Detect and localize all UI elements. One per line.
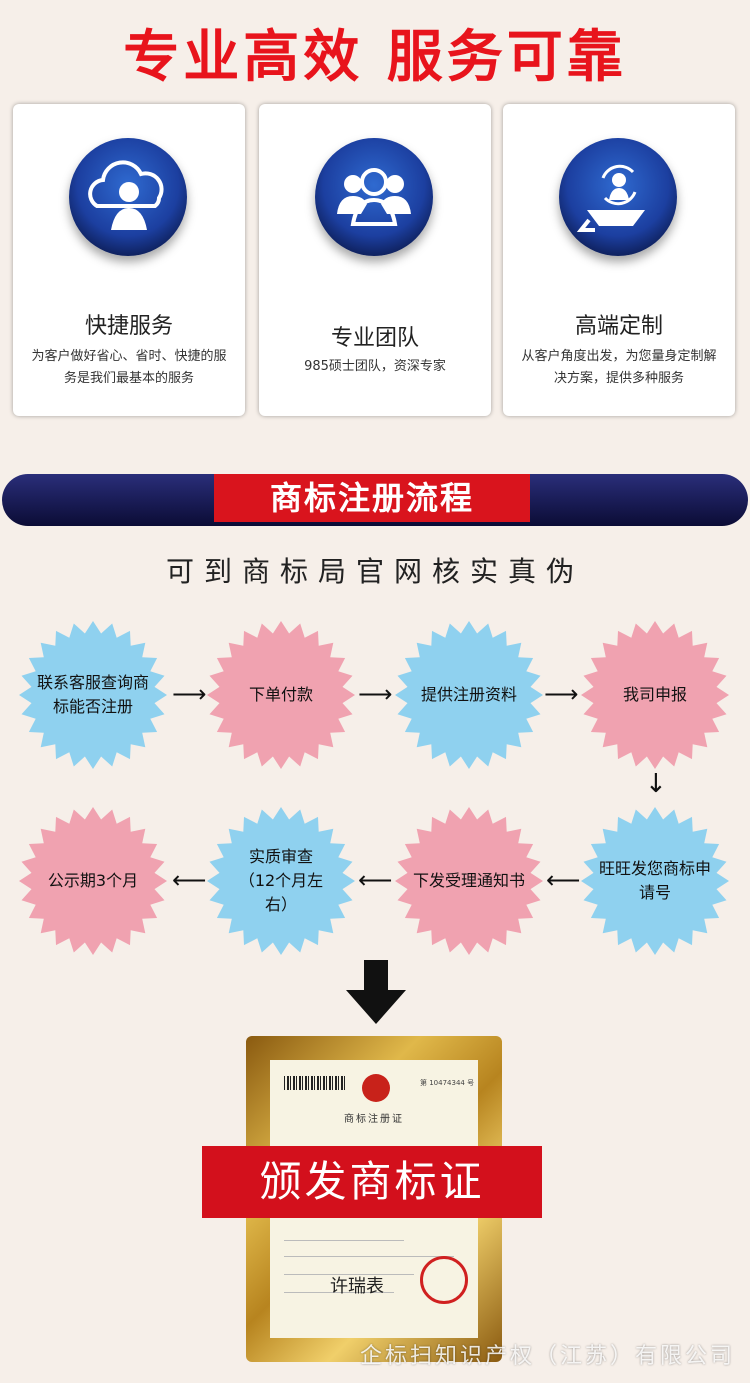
feature-card-fast-service: 快捷服务 为客户做好省心、省时、快捷的服务是我们最基本的服务 [13,104,245,416]
starburst-shape [19,621,167,769]
feature-desc: 为客户做好省心、省时、快捷的服务是我们最基本的服务 [31,349,227,386]
step-label: 旺旺发您商标申请号 [598,859,711,902]
arrow-left-icon: ⟵ [358,866,393,894]
cert-line [284,1240,404,1241]
step-label: 提供注册资料 [420,685,517,704]
arrow-right-icon: ⟶ [172,680,207,708]
feature-card-pro-team: 专业团队 985硕士团队，资深专家 [259,104,491,416]
starburst-shape [395,621,543,769]
feature-card-custom: 高端定制 从客户角度出发，为您量身定制解决方案，提供多种服务 [503,104,735,416]
starburst-shape [581,621,729,769]
step-label: 联系客服查询商标能否注册 [36,673,149,716]
feature-title: 专业团队 [330,326,419,351]
step-label: 我司申报 [622,685,687,704]
national-emblem-icon [362,1074,390,1102]
cert-line [284,1256,454,1257]
step-burst-notice: 下发受理通知书 [394,806,544,956]
certificate-number: 第 10474344 号 [420,1079,475,1087]
cert-line [284,1292,394,1293]
starburst-shape [581,807,729,955]
step-burst-pay: 下单付款 [206,620,356,770]
starburst-shape [207,807,355,955]
feature-title: 高端定制 [574,314,663,339]
step-burst-file: 我司申报 [580,620,730,770]
team-icon [315,138,433,256]
arrow-left-icon: ⟵ [546,866,581,894]
custom-service-icon [559,138,677,256]
cloud-person-icon [69,138,187,256]
barcode [284,1076,346,1090]
arrow-left-icon: ⟵ [172,866,207,894]
cert-line [284,1274,414,1275]
feature-title: 快捷服务 [84,314,173,339]
starburst-shape [207,621,355,769]
signature: 许瑞表 [330,1276,384,1297]
step-burst-publicity: 公示期3个月 [18,806,168,956]
official-seal-icon [420,1256,468,1304]
company-watermark: 企标扫知识产权（江苏）有限公司 [360,1344,736,1369]
feature-desc: 从客户角度出发，为您量身定制解决方案，提供多种服务 [521,349,717,386]
step-label: 实质审查（12个月左右） [238,847,324,914]
arrow-right-icon: ⟶ [544,680,579,708]
step-burst-app-number: 旺旺发您商标申请号 [580,806,730,956]
step-label: 下单付款 [248,685,313,704]
arrow-down-icon: ↓ [645,769,667,799]
step-burst-contact: 联系客服查询商标能否注册 [18,620,168,770]
starburst-shape [19,807,167,955]
step-burst-review: 实质审查（12个月左右） [206,806,356,956]
step-burst-docs: 提供注册资料 [394,620,544,770]
process-banner: 商标注册流程 [2,474,748,526]
starburst-shape [395,807,543,955]
step-label: 下发受理通知书 [412,871,525,890]
step-label: 公示期3个月 [47,871,139,890]
issue-certificate-label: 颁发商标证 [202,1146,542,1218]
certificate-heading: 商标注册证 [344,1114,404,1125]
big-down-arrow-icon [346,960,406,1024]
hero-title: 专业高效 服务可靠 [123,25,627,90]
verify-note: 可到商标局官网核实真伪 [165,555,584,588]
arrow-right-icon: ⟶ [358,680,393,708]
process-banner-title: 商标注册流程 [214,474,530,522]
feature-desc: 985硕士团队，资深专家 [304,359,446,374]
